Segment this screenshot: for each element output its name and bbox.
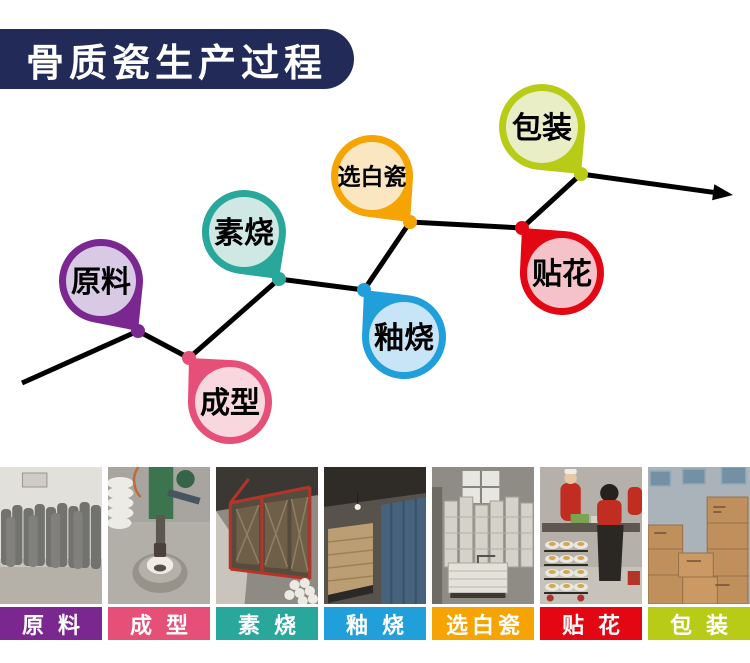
gallery-cell-biscuit-firing: 素烧 bbox=[216, 467, 318, 640]
gallery-label-raw-material: 原料 bbox=[0, 607, 102, 640]
svg-text:素烧: 素烧 bbox=[214, 216, 274, 251]
gallery-label-decal: 贴花 bbox=[540, 607, 642, 640]
svg-text:贴花: 贴花 bbox=[532, 257, 592, 292]
gallery-label-packing: 包装 bbox=[648, 607, 750, 640]
gallery-label-forming: 成型 bbox=[108, 607, 210, 640]
svg-text:釉烧: 釉烧 bbox=[374, 321, 434, 356]
gallery-label-white-ware-selection: 选白瓷 bbox=[432, 607, 534, 640]
title-banner: 骨质瓷生产过程 bbox=[0, 29, 354, 89]
photo-biscuit-kiln bbox=[216, 467, 318, 604]
gallery-cell-packing: 包装 bbox=[648, 467, 750, 640]
photo-raw-material bbox=[0, 467, 102, 604]
gallery-cell-raw-material: 原料 bbox=[0, 467, 102, 640]
svg-text:原料: 原料 bbox=[71, 265, 131, 300]
gallery-cell-white-ware-selection: 选白瓷 bbox=[432, 467, 534, 640]
photo-packing-boxes bbox=[648, 467, 750, 604]
photo-glaze-kiln bbox=[324, 467, 426, 604]
gallery-cell-glaze-firing: 釉烧 bbox=[324, 467, 426, 640]
gallery-cell-forming: 成型 bbox=[108, 467, 210, 640]
svg-text:选白瓷: 选白瓷 bbox=[338, 163, 407, 190]
svg-text:成型: 成型 bbox=[200, 386, 260, 421]
photo-decal-workers bbox=[540, 467, 642, 604]
photo-white-ware-stacks bbox=[432, 467, 534, 604]
gallery-label-biscuit-firing: 素烧 bbox=[216, 607, 318, 640]
gallery-cell-decal: 贴花 bbox=[540, 467, 642, 640]
svg-text:包装: 包装 bbox=[512, 111, 572, 146]
photo-forming-machine bbox=[108, 467, 210, 604]
process-photo-gallery: 原料 bbox=[0, 467, 750, 640]
gallery-label-glaze-firing: 釉烧 bbox=[324, 607, 426, 640]
page-title: 骨质瓷生产过程 bbox=[26, 40, 328, 85]
